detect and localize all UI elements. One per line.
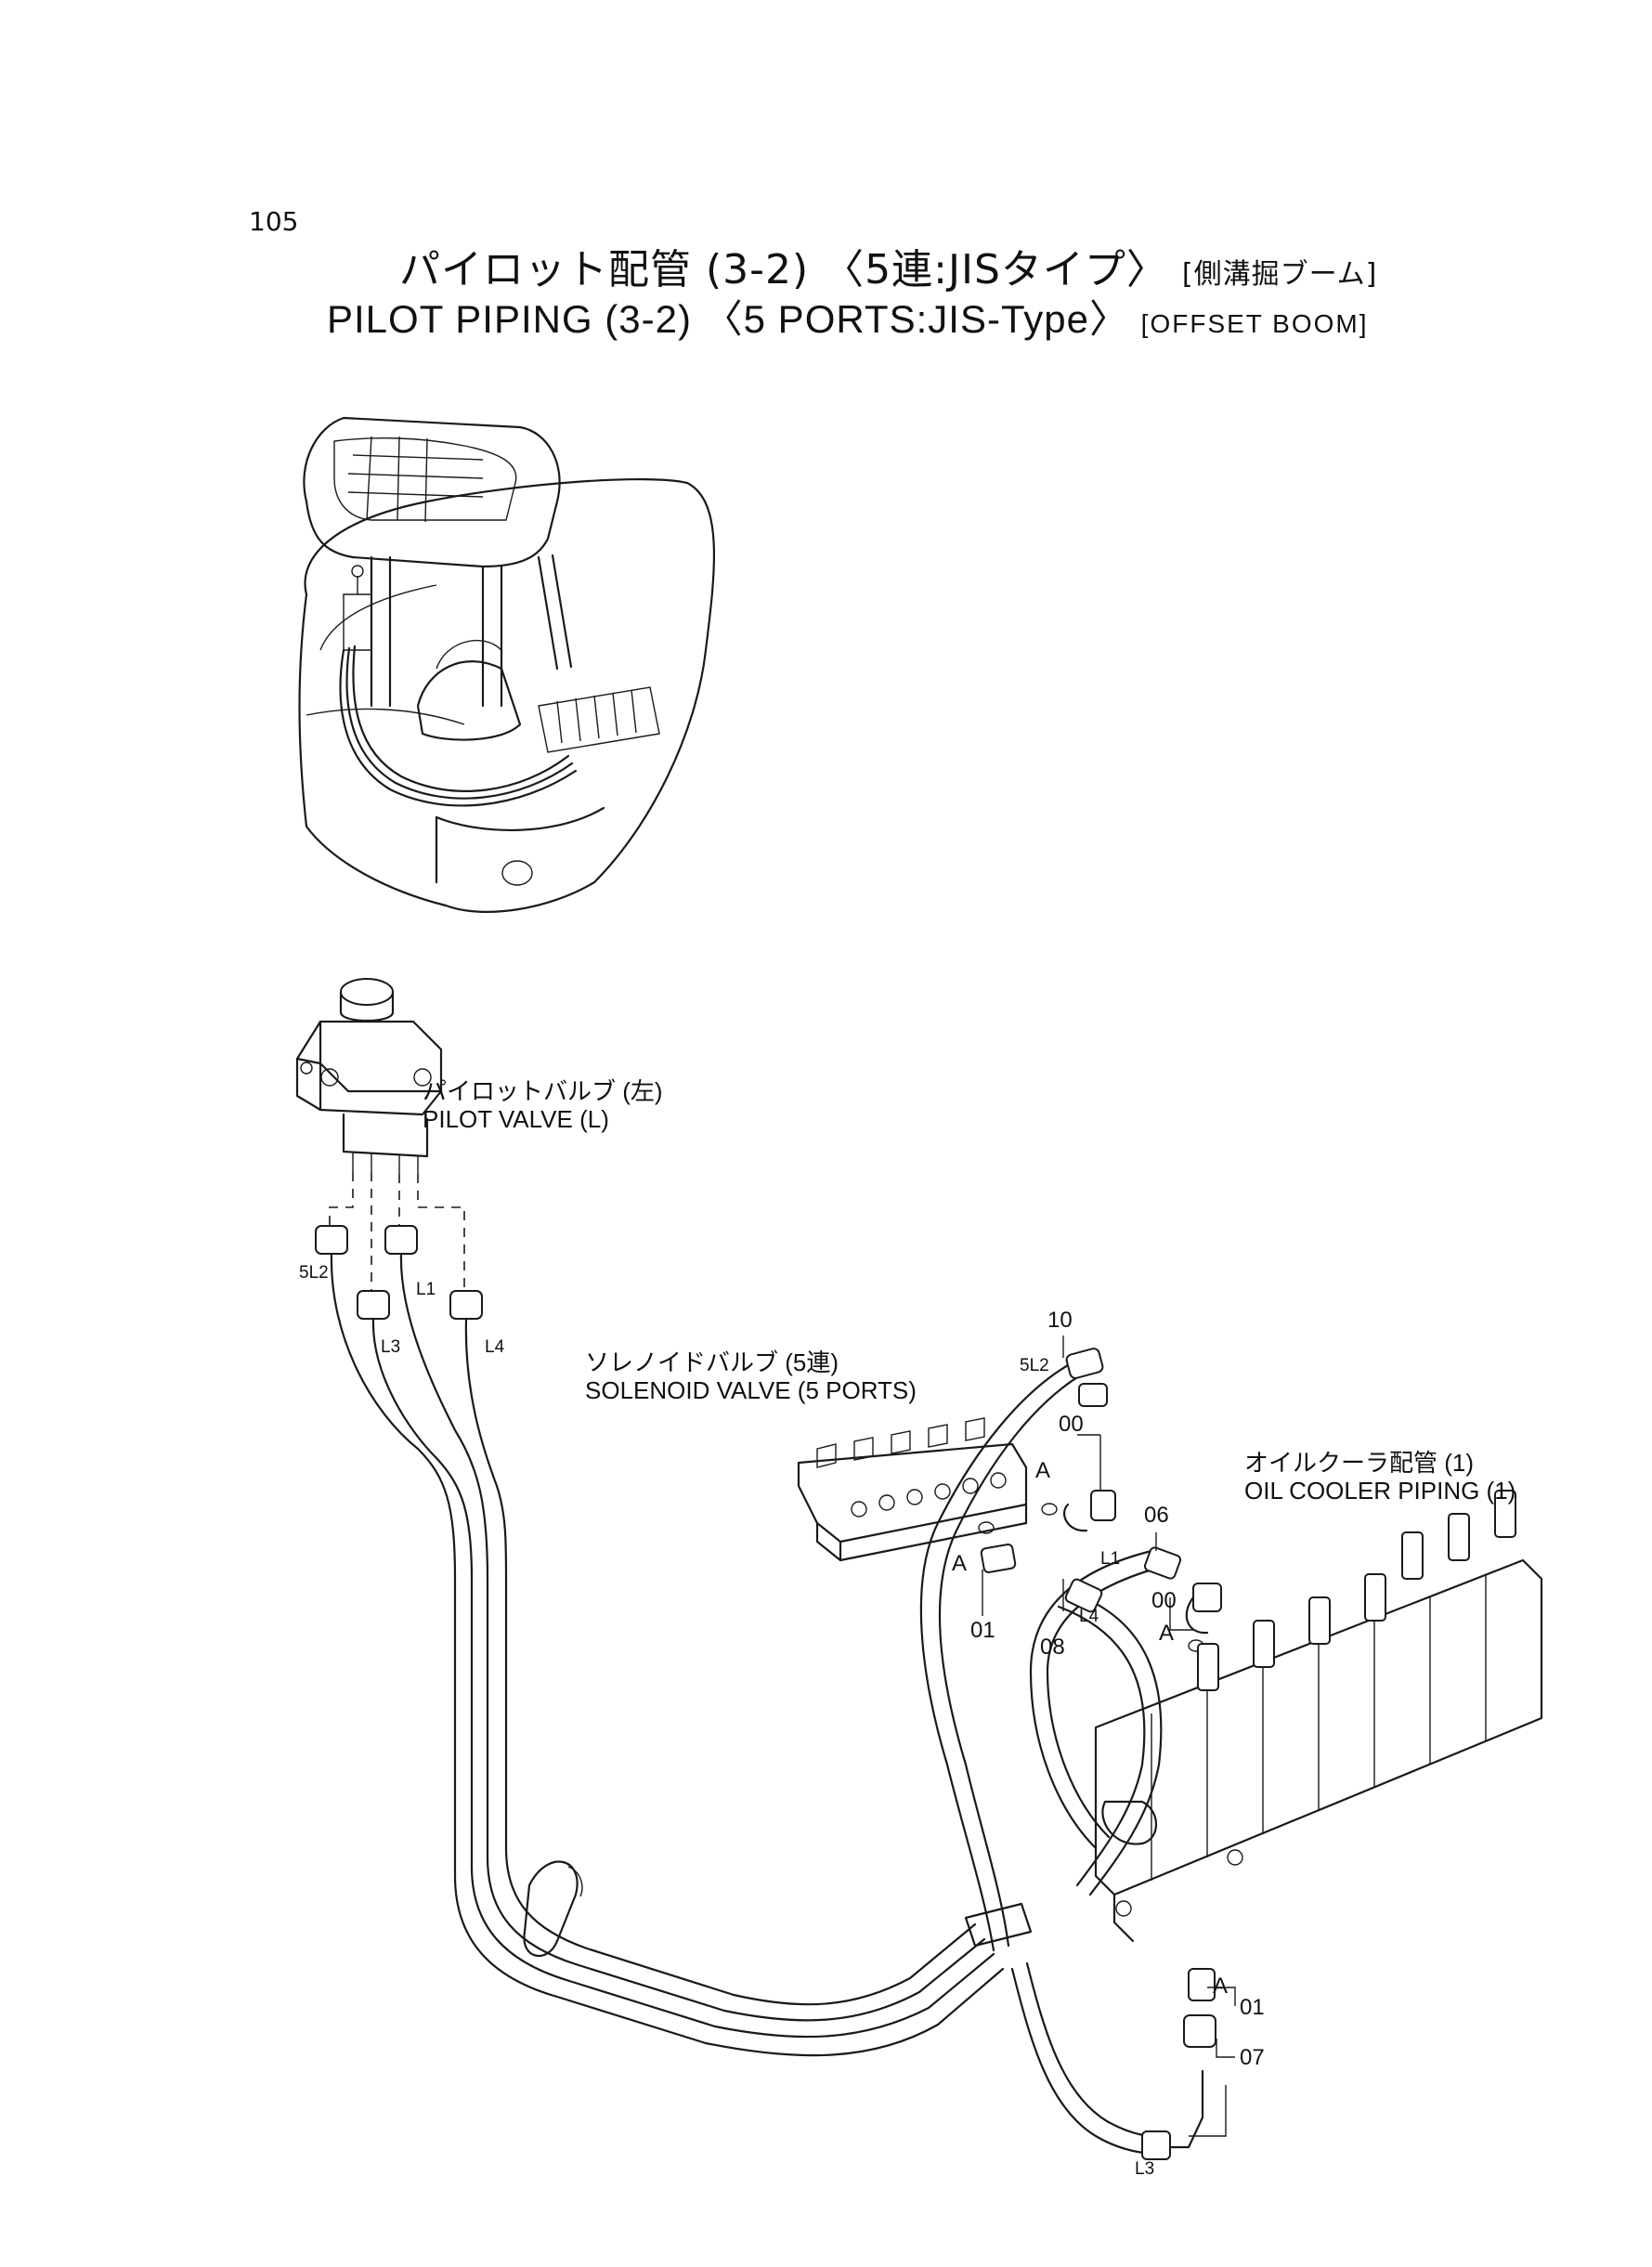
page-number: 105 [249, 206, 299, 237]
right-side-fittings [978, 1348, 1222, 2160]
hose-tag-5l2-right: 5L2 [1020, 1356, 1049, 1375]
solenoid-valve-callout: ソレノイドバルブ (5連) SOLENOID VALVE (5 PORTS) [585, 1348, 917, 1404]
oil-cooler-label-jp: オイルクーラ配管 (1) [1244, 1449, 1475, 1477]
part-number-07: 07 [1240, 2045, 1265, 2070]
hose-tag-5l2-left: 5L2 [299, 1263, 329, 1283]
oil-cooler-label-en: OIL COOLER PIPING (1) [1244, 1477, 1516, 1505]
hose-tag-l3-left: L3 [381, 1337, 401, 1357]
title-jp-main: パイロット配管 (3-2) 〈5連:JISタイプ〉 [399, 246, 1168, 293]
part-leader-lines [982, 1335, 1236, 2137]
pilot-hose-fittings [315, 1225, 483, 1320]
control-valve-block [1094, 1490, 1543, 1943]
part-number-10: 10 [1047, 1308, 1073, 1333]
oil-cooler-piping-callout: オイルクーラ配管 (1) OIL COOLER PIPING (1) [1244, 1449, 1515, 1505]
part-number-01-bottom: 01 [1240, 1995, 1265, 2020]
part-number-00-mid: 00 [1151, 1588, 1177, 1613]
pilot-valve-left-illustration [295, 978, 443, 1174]
pilot-valve-label-en: PILOT VALVE (L) [423, 1105, 609, 1133]
title-en-sub: [OFFSET BOOM] [1140, 309, 1369, 338]
page-title-japanese: パイロット配管 (3-2) 〈5連:JISタイプ〉 [側溝掘ブーム] [399, 236, 1377, 295]
section-mark-a-bottom: A [1213, 1974, 1229, 1999]
part-number-08: 08 [1040, 1635, 1065, 1660]
solenoid-valve-illustration [797, 1417, 1028, 1562]
title-jp-sub: [側溝掘ブーム] [1181, 258, 1378, 291]
part-number-01-mid: 01 [970, 1618, 995, 1643]
pilot-hose-bundle [330, 1252, 1005, 2057]
page-title-english: PILOT PIPING (3-2) 〈5 PORTS:JIS-Type〉 [O… [327, 288, 1369, 345]
section-mark-a-top: A [1035, 1458, 1051, 1483]
hose-tag-l4-left: L4 [485, 1337, 505, 1357]
hose-tag-l1-left: L1 [416, 1280, 436, 1299]
excavator-overview-illustration [298, 416, 716, 913]
solenoid-valve-label-en: SOLENOID VALVE (5 PORTS) [585, 1376, 917, 1404]
pilot-valve-callout: パイロットバルブ (左) PILOT VALVE (L) [423, 1077, 663, 1133]
section-mark-a-mid-left: A [952, 1551, 968, 1576]
hose-tag-l4-right: L4 [1079, 1607, 1099, 1626]
hose-tag-l3-bottom: L3 [1135, 2159, 1155, 2179]
hose-tag-l1-right: L1 [1100, 1549, 1121, 1569]
part-number-06: 06 [1144, 1503, 1169, 1528]
solenoid-valve-label-jp: ソレノイドバルブ (5連) [585, 1348, 839, 1376]
pilot-valve-label-jp: パイロットバルブ (左) [423, 1077, 663, 1105]
part-number-00-top: 00 [1059, 1412, 1084, 1437]
title-en-main: PILOT PIPING (3-2) 〈5 PORTS:JIS-Type〉 [327, 297, 1129, 341]
section-mark-a-right: A [1159, 1621, 1175, 1646]
